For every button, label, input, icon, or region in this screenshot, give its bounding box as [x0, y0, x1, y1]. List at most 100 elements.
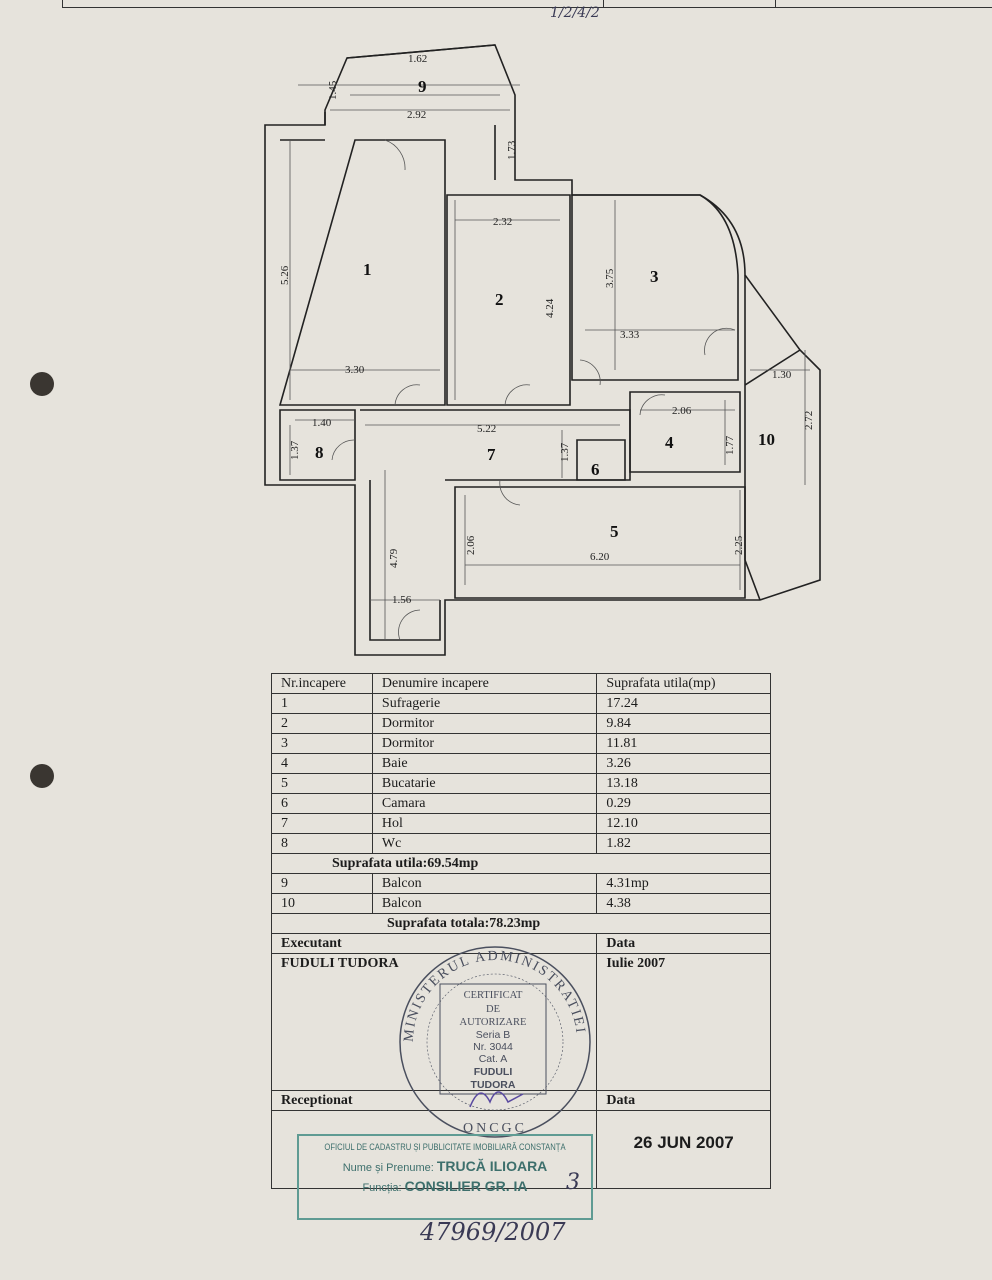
cell-name: Baie [371, 753, 598, 774]
cell-name: Camara [371, 793, 598, 814]
cell-area: 11.81 [596, 733, 771, 754]
room-number: 1 [363, 260, 372, 279]
cell-nr: 8 [271, 833, 373, 854]
room-number: 6 [591, 460, 600, 479]
signature [469, 1091, 524, 1108]
dimension-label: 5.22 [477, 423, 496, 435]
stamp-line: TUDORA [471, 1079, 516, 1091]
office-stamp-title: OFICIUL DE CADASTRU ȘI PUBLICITATE IMOBI… [324, 1142, 566, 1152]
dimension-label: 1.56 [392, 594, 412, 606]
binder-hole [30, 764, 54, 788]
cell-nr: 7 [271, 813, 373, 834]
date2-value: 26 JUN 2007 [596, 1110, 771, 1189]
dimension-label: 1.40 [312, 417, 332, 429]
stamp-bottom-text: ONCGC [463, 1121, 527, 1136]
header-name: Denumire incapere [371, 673, 598, 694]
cell-area: 0.29 [596, 793, 771, 814]
dimension-label: 1.73 [506, 140, 518, 160]
stamp-line: Nr. 3044 [473, 1041, 513, 1053]
room-number: 2 [495, 290, 504, 309]
dimension-label: 3.30 [345, 364, 365, 376]
cell-nr: 6 [271, 793, 373, 814]
stamp-line: Cat. A [479, 1053, 508, 1065]
cell-nr: 10 [271, 893, 373, 914]
cell-name: Dormitor [371, 733, 598, 754]
date2-label: Data [596, 1090, 771, 1111]
cell-name: Dormitor [371, 713, 598, 734]
room-number: 3 [650, 267, 659, 286]
dimension-label: 4.24 [544, 298, 556, 318]
dimension-label: 1.62 [408, 53, 427, 65]
cell-name: Sufragerie [371, 693, 598, 714]
handwritten-mark: 3 [566, 1170, 580, 1195]
dimension-label: 1.45 [327, 80, 339, 100]
dimension-label: 2.92 [407, 109, 426, 121]
grand-total-row: Suprafata totala:78.23mp [271, 913, 771, 934]
cell-area: 9.84 [596, 713, 771, 734]
cell-name: Bucatarie [371, 773, 598, 794]
dimension-label: 1.37 [289, 440, 301, 460]
cell-nr: 4 [271, 753, 373, 774]
handwritten-code: 1/2/4/2 [550, 5, 600, 21]
cell-area: 4.38 [596, 893, 771, 914]
stamp-line: DE [486, 1004, 500, 1015]
cell-area: 13.18 [596, 773, 771, 794]
stamp-line: Seria B [476, 1029, 510, 1041]
date-label: Data [596, 933, 771, 954]
room-number: 5 [610, 522, 619, 541]
cell-area: 1.82 [596, 833, 771, 854]
cell-name: Hol [371, 813, 598, 834]
stamp-line: CERTIFICAT [464, 990, 523, 1001]
cell-name: Balcon [371, 873, 598, 894]
binder-hole [30, 372, 54, 396]
room-number: 8 [315, 443, 324, 462]
round-stamp: MINISTERUL ADMINISTRATIEI PUBLICE ONCGC … [395, 942, 591, 1138]
officer-name: TRUCĂ ILIOARA [436, 1158, 548, 1174]
header-table-strip [62, 0, 992, 8]
cell-name: Wc [371, 833, 598, 854]
cell-nr: 3 [271, 733, 373, 754]
room-area-table: Nr.incapere Denumire incapere Suprafata … [270, 673, 771, 1189]
dimension-label: 4.79 [388, 548, 400, 568]
dimension-label: 5.26 [279, 265, 291, 285]
cell-nr: 9 [271, 873, 373, 894]
receptionat-label: Receptionat [270, 1090, 598, 1111]
room-number: 10 [758, 430, 775, 449]
dimension-label: 1.37 [559, 442, 571, 462]
executant-name: FUDULI TUDORA [270, 953, 598, 1091]
cell-area: 12.10 [596, 813, 771, 834]
dimension-label: 1.30 [772, 369, 792, 381]
room-number: 7 [487, 445, 496, 464]
room-number: 4 [665, 433, 674, 452]
name-label: Nume și Prenume: [342, 1162, 434, 1174]
cell-name: Balcon [371, 893, 598, 914]
dimension-label: 2.32 [493, 216, 512, 228]
grand-total: Suprafata totala:78.23mp [271, 913, 771, 934]
office-stamp: OFICIUL DE CADASTRU ȘI PUBLICITATE IMOBI… [297, 1134, 593, 1220]
dimension-label: 2.72 [803, 411, 815, 430]
useful-area-total-row: Suprafata utila:69.54mp [271, 853, 771, 874]
dimension-label: 2.06 [672, 405, 692, 417]
stamp-line: FUDULI [474, 1066, 513, 1078]
cell-nr: 5 [271, 773, 373, 794]
room-number: 9 [418, 77, 427, 96]
table-header-row: Nr.incapere Denumire incapere Suprafata … [271, 673, 771, 694]
header-area: Suprafata utila(mp) [596, 673, 771, 694]
dimension-label: 2.25 [733, 535, 745, 555]
dimension-label: 1.77 [724, 435, 736, 455]
floor-plan: 1 2 3 4 5 6 7 8 9 10 1.62 1.45 2.92 1.73… [264, 44, 821, 656]
dimension-label: 2.06 [465, 535, 477, 555]
useful-area-total: Suprafata utila:69.54mp [271, 853, 771, 874]
function-label: Funcția: [362, 1182, 402, 1194]
